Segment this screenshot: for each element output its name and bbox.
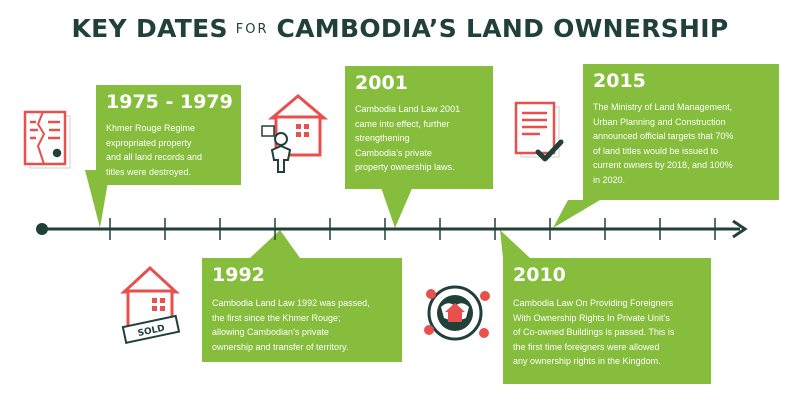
pointer-2015 bbox=[553, 200, 600, 228]
event-card-2001: 2001 Cambodia Land Law 2001 came into ef… bbox=[345, 66, 493, 189]
event-card-2015: 2015 The Ministry of Land Management, Ur… bbox=[583, 64, 779, 200]
page-title: KEY DATES FOR CAMBODIA’S LAND OWNERSHIP bbox=[0, 14, 800, 43]
event-year: 2001 bbox=[355, 72, 408, 94]
globe-house-icon bbox=[424, 285, 490, 341]
event-description: Cambodia Land Law 2001 came into effect,… bbox=[355, 104, 461, 172]
pointer-1992 bbox=[250, 230, 300, 258]
event-year: 2010 bbox=[513, 264, 566, 286]
title-part2: CAMBODIA’S LAND OWNERSHIP bbox=[276, 14, 729, 43]
event-description: The Ministry of Land Management, Urban P… bbox=[593, 102, 734, 185]
title-connector: FOR bbox=[235, 22, 269, 37]
document-check-icon bbox=[514, 101, 564, 162]
torn-documents-icon bbox=[23, 110, 71, 169]
event-card-2010: 2010 Cambodia Law On Providing Foreigner… bbox=[503, 258, 711, 384]
event-year: 1975 - 1979 bbox=[106, 91, 233, 113]
sold-house-icon: SOLD bbox=[120, 265, 181, 345]
pointer-2010 bbox=[500, 230, 530, 258]
event-card-1992: 1992 Cambodia Land Law 1992 was passed, … bbox=[202, 258, 402, 362]
event-description: Cambodia Land Law 1992 was passed, the f… bbox=[212, 298, 370, 352]
event-description: Cambodia Law On Providing Foreigners Wit… bbox=[513, 298, 675, 366]
timeline-axis bbox=[36, 218, 748, 240]
event-card-1975: 1975 - 1979 Khmer Rouge Regime expropria… bbox=[96, 85, 241, 185]
title-part1: KEY DATES bbox=[71, 14, 228, 43]
person-house-icon bbox=[261, 94, 329, 173]
event-year: 2015 bbox=[593, 70, 646, 92]
event-year: 1992 bbox=[212, 264, 265, 286]
event-description: Khmer Rouge Regime expropriated property… bbox=[106, 123, 203, 177]
